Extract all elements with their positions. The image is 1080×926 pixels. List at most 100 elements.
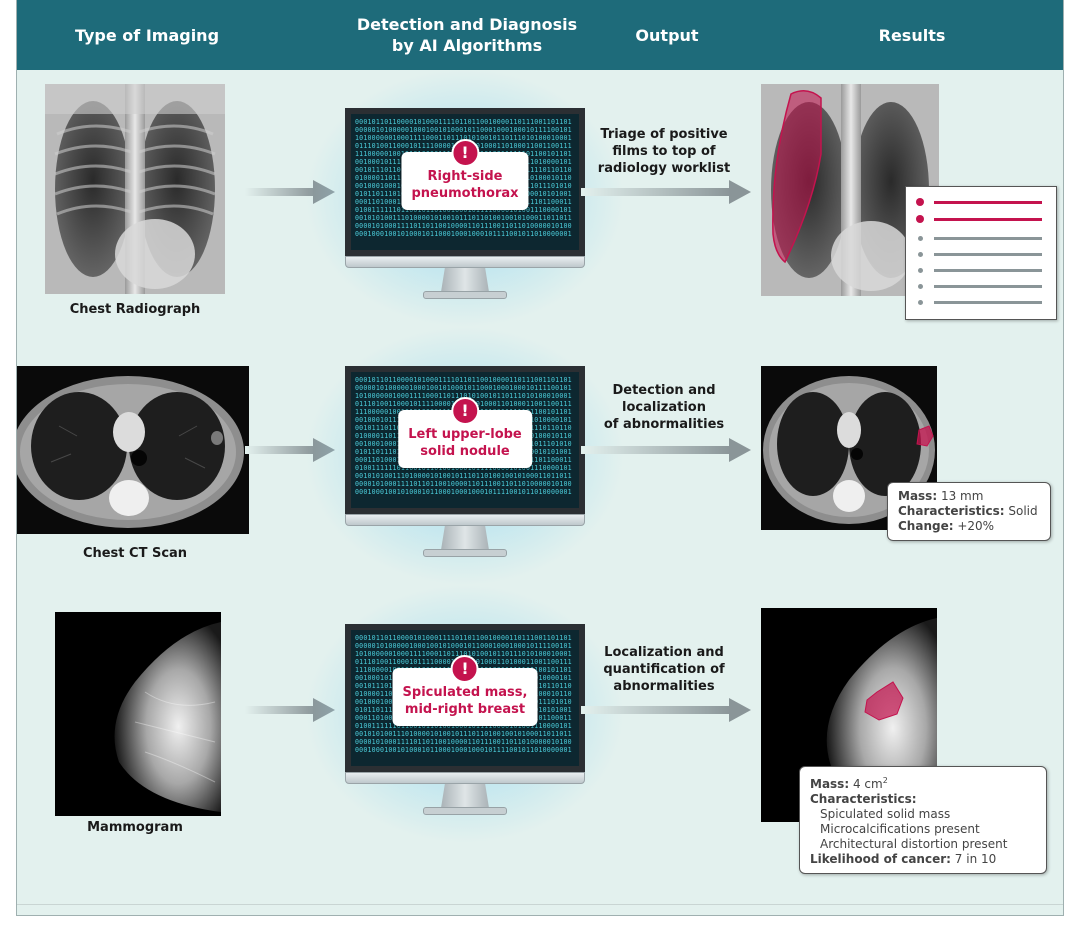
monitor-chin bbox=[345, 514, 585, 526]
ai-monitor-row2: 0001011011000010100011110110110010000110… bbox=[305, 326, 625, 586]
radiology-worklist bbox=[905, 186, 1057, 320]
exclamation-icon: ! bbox=[450, 655, 479, 683]
mass-highlight bbox=[864, 681, 904, 721]
alert-line-1: Left upper-lobe bbox=[408, 427, 522, 442]
monitor-base bbox=[423, 807, 507, 815]
mass-value: 4 cm bbox=[852, 777, 883, 791]
output-line-3: abnormalities bbox=[613, 679, 715, 694]
monitor-stand bbox=[441, 784, 489, 808]
header-bar: Type of Imaging Detection and Diagnosis b… bbox=[17, 0, 1063, 70]
output-triage: Triage of positive films to top of radio… bbox=[589, 126, 739, 177]
alert-dot-icon bbox=[916, 198, 924, 206]
output-line-1: Detection and bbox=[612, 383, 716, 398]
mass-value: 13 mm bbox=[940, 489, 984, 503]
worklist-row-flagged bbox=[916, 214, 1046, 226]
worklist-row bbox=[916, 265, 1046, 277]
monitor-chin bbox=[345, 256, 585, 268]
monitor-base bbox=[423, 549, 507, 557]
chest-ct-image bbox=[17, 366, 249, 534]
characteristics-label: Characteristics: bbox=[898, 504, 1005, 518]
bullet-icon bbox=[918, 284, 923, 289]
header-col3-text: Output bbox=[635, 25, 699, 45]
header-type-of-imaging: Type of Imaging bbox=[47, 0, 247, 70]
monitor-base bbox=[423, 291, 507, 299]
caption-chest-radiograph: Chest Radiograph bbox=[69, 302, 201, 317]
change-label: Change: bbox=[898, 519, 954, 533]
mammogram-result-box: Mass: 4 cm2 Characteristics: Spiculated … bbox=[799, 766, 1047, 874]
output-line-2: quantification of bbox=[603, 662, 725, 677]
caption-chest-ct: Chest CT Scan bbox=[82, 546, 188, 561]
header-output: Output bbox=[597, 0, 737, 70]
likelihood-label: Likelihood of cancer: bbox=[810, 852, 951, 866]
mass-label: Mass: bbox=[898, 489, 938, 503]
caption-mammogram: Mammogram bbox=[87, 820, 183, 835]
exclamation-icon: ! bbox=[451, 397, 479, 425]
output-line-1: Triage of positive bbox=[600, 127, 728, 142]
worklist-row bbox=[916, 249, 1046, 261]
mammo-mass-line: Mass: 4 cm2 bbox=[810, 773, 1036, 792]
bullet-icon bbox=[918, 268, 923, 273]
mass-superscript: 2 bbox=[882, 776, 888, 785]
chest-radiograph-image bbox=[45, 84, 225, 294]
nodule-highlight bbox=[916, 425, 934, 447]
characteristic-item: Architectural distortion present bbox=[820, 837, 1008, 851]
alert-line-1: Right-side bbox=[427, 169, 503, 184]
ct-characteristics-line: Characteristics: Solid bbox=[898, 504, 1040, 519]
worklist-row bbox=[916, 297, 1046, 309]
mammo-likelihood-line: Likelihood of cancer: 7 in 10 bbox=[810, 852, 1036, 867]
monitor-stand bbox=[441, 526, 489, 550]
output-line-3: radiology worklist bbox=[597, 161, 731, 176]
pneumothorax-highlight bbox=[772, 90, 822, 264]
output-line-2: films to top of bbox=[612, 144, 716, 159]
output-line-1: Localization and bbox=[604, 645, 724, 660]
worklist-row bbox=[916, 233, 1046, 245]
worklist-row bbox=[916, 281, 1046, 293]
ct-mass-line: Mass: 13 mm bbox=[898, 489, 1040, 504]
alert-dot-icon bbox=[916, 215, 924, 223]
ai-monitor-row3: 0001011011000010100011110110110010000110… bbox=[305, 584, 625, 844]
header-col4-text: Results bbox=[878, 25, 946, 45]
monitor-stand bbox=[441, 268, 489, 292]
alert-card-solid-nodule: ! Left upper-lobe solid nodule bbox=[398, 397, 532, 468]
arrow-ai-to-results-row3 bbox=[581, 698, 751, 722]
characteristic-item: Microcalcifications present bbox=[820, 822, 980, 836]
output-line-2: localization bbox=[622, 400, 706, 415]
exclamation-icon: ! bbox=[451, 139, 479, 167]
output-detection-localization: Detection and localization of abnormalit… bbox=[589, 382, 739, 433]
header-detection-diagnosis: Detection and Diagnosis by AI Algorithms bbox=[347, 0, 587, 70]
alert-line-1: Spiculated mass, bbox=[402, 685, 528, 700]
alert-line-2: solid nodule bbox=[420, 444, 510, 459]
bullet-icon bbox=[918, 300, 923, 305]
figure-panel: Type of Imaging Detection and Diagnosis b… bbox=[16, 0, 1064, 916]
header-col1-text: Type of Imaging bbox=[74, 25, 220, 45]
alert-card-pneumothorax: ! Right-side pneumothorax bbox=[401, 139, 529, 210]
alert-card-spiculated-mass: ! Spiculated mass, mid-right breast bbox=[392, 655, 538, 726]
characteristic-item: Spiculated solid mass bbox=[820, 807, 951, 821]
header-col2-line1: Detection and Diagnosis bbox=[356, 15, 578, 34]
monitor-chin bbox=[345, 772, 585, 784]
characteristics-label: Characteristics: bbox=[810, 792, 917, 806]
bullet-icon bbox=[918, 236, 923, 241]
mammogram-image bbox=[55, 612, 221, 816]
alert-line-2: pneumothorax bbox=[411, 186, 519, 201]
alert-line-2: mid-right breast bbox=[404, 702, 526, 717]
characteristics-value: Solid bbox=[1008, 504, 1038, 518]
ai-monitor-row1: 0001011011000010100011110110110010000110… bbox=[305, 68, 625, 328]
monitor-screen: 0001011011000010100011110110110010000110… bbox=[345, 366, 585, 514]
header-col2-line2: by AI Algorithms bbox=[391, 36, 543, 55]
change-value: +20% bbox=[957, 519, 995, 533]
bullet-icon bbox=[918, 252, 923, 257]
header-results: Results bbox=[827, 0, 997, 70]
mass-label: Mass: bbox=[810, 777, 850, 791]
bottom-divider bbox=[17, 904, 1063, 905]
ct-result-box: Mass: 13 mm Characteristics: Solid Chang… bbox=[887, 482, 1051, 541]
output-line-3: of abnormalities bbox=[603, 417, 725, 432]
likelihood-value: 7 in 10 bbox=[954, 852, 997, 866]
ct-change-line: Change: +20% bbox=[898, 519, 1040, 534]
mammo-characteristics-line: Characteristics: bbox=[810, 792, 1036, 807]
arrow-ai-to-results-row2 bbox=[581, 438, 751, 462]
output-localization-quantification: Localization and quantification of abnor… bbox=[589, 644, 739, 695]
arrow-ai-to-results-row1 bbox=[581, 180, 751, 204]
worklist-row-flagged bbox=[916, 197, 1046, 209]
